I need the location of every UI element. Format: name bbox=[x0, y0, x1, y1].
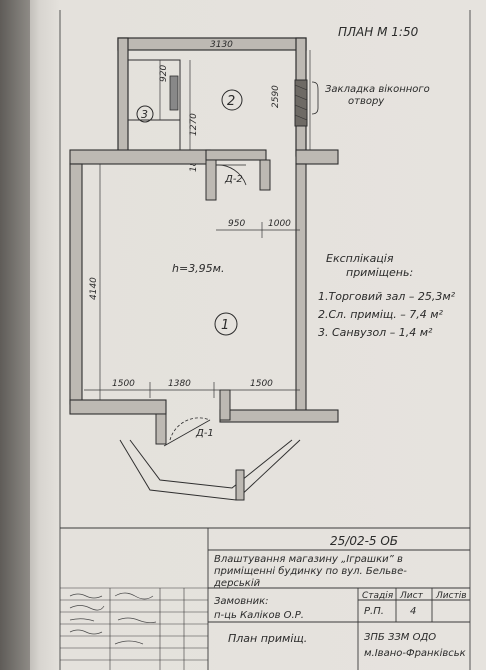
project-code: 25/02-5 ОБ bbox=[330, 534, 398, 548]
dimension-top-width: 3130 bbox=[210, 40, 233, 50]
dimension-bottom-b: 1380 bbox=[168, 379, 191, 389]
explication-title-line2: приміщень: bbox=[346, 266, 413, 279]
dimension-bottom-a: 1500 bbox=[112, 379, 135, 389]
dimension-bottom-c: 1500 bbox=[250, 379, 273, 389]
project-description-line1: Влаштування магазину „Іграшки” в bbox=[214, 554, 403, 565]
dimension-lines-top bbox=[128, 49, 311, 156]
sheet-header: Лист bbox=[399, 591, 424, 601]
window-annotation-line2: отвору bbox=[348, 96, 385, 107]
project-description-line3: дерській bbox=[213, 577, 261, 589]
door-d2-label: Д-2 bbox=[224, 174, 243, 185]
room-2-number: 2 bbox=[227, 94, 235, 109]
dimension-left-inner-b: 1270 bbox=[189, 113, 199, 136]
porch-outline bbox=[119, 439, 301, 501]
stage-header: Стадія bbox=[362, 591, 394, 601]
project-description-line2: приміщенні будинку по вул. Бельве- bbox=[214, 565, 407, 577]
explication-item-1: 1.Торговий зал – 25,3м² bbox=[318, 290, 456, 303]
signature-scribbles bbox=[69, 592, 157, 645]
organization-line2: м.Івано-Франківськ bbox=[364, 647, 466, 659]
lower-walls bbox=[69, 389, 339, 445]
explication-item-3: 3. Санвузол – 1,4 м² bbox=[318, 326, 433, 339]
explication-title-line1: Експлікація bbox=[326, 252, 394, 265]
sheet-title: План приміщ. bbox=[228, 632, 307, 645]
dimension-middle-a: 950 bbox=[228, 219, 245, 229]
room-1-marker bbox=[214, 312, 238, 336]
room-1-number: 1 bbox=[221, 318, 229, 333]
ceiling-height: h=3,95м. bbox=[172, 262, 224, 275]
client-name: п-ць Каліков О.Р. bbox=[214, 609, 304, 621]
window-annotation-line1: Закладка віконного bbox=[325, 83, 430, 95]
dimension-left-tall: 4140 bbox=[89, 277, 99, 300]
binding-edge bbox=[0, 0, 30, 670]
plan-title: ПЛАН М 1:50 bbox=[338, 25, 419, 39]
sheets-header: Листів bbox=[435, 591, 467, 601]
dimension-right-height: 2590 bbox=[271, 85, 281, 108]
dimension-middle-b: 1000 bbox=[268, 219, 291, 229]
sheet-value: 4 bbox=[410, 606, 416, 617]
door-d1-label: Д-1 bbox=[195, 428, 214, 439]
room-2-marker bbox=[221, 89, 243, 111]
title-block-grid bbox=[60, 527, 470, 670]
room-3-number: 3 bbox=[141, 108, 148, 121]
client-label: Замовник: bbox=[214, 596, 269, 607]
main-room-walls bbox=[69, 149, 339, 421]
explication-item-2: 2.Сл. приміщ. – 7,4 м² bbox=[318, 308, 444, 321]
dimension-left-inner-a: 920 bbox=[159, 65, 169, 82]
organization-line1: ЗПБ ЗЗМ ОДО bbox=[364, 632, 436, 643]
stage-value: Р.П. bbox=[364, 606, 384, 617]
room-3-marker bbox=[136, 105, 154, 123]
